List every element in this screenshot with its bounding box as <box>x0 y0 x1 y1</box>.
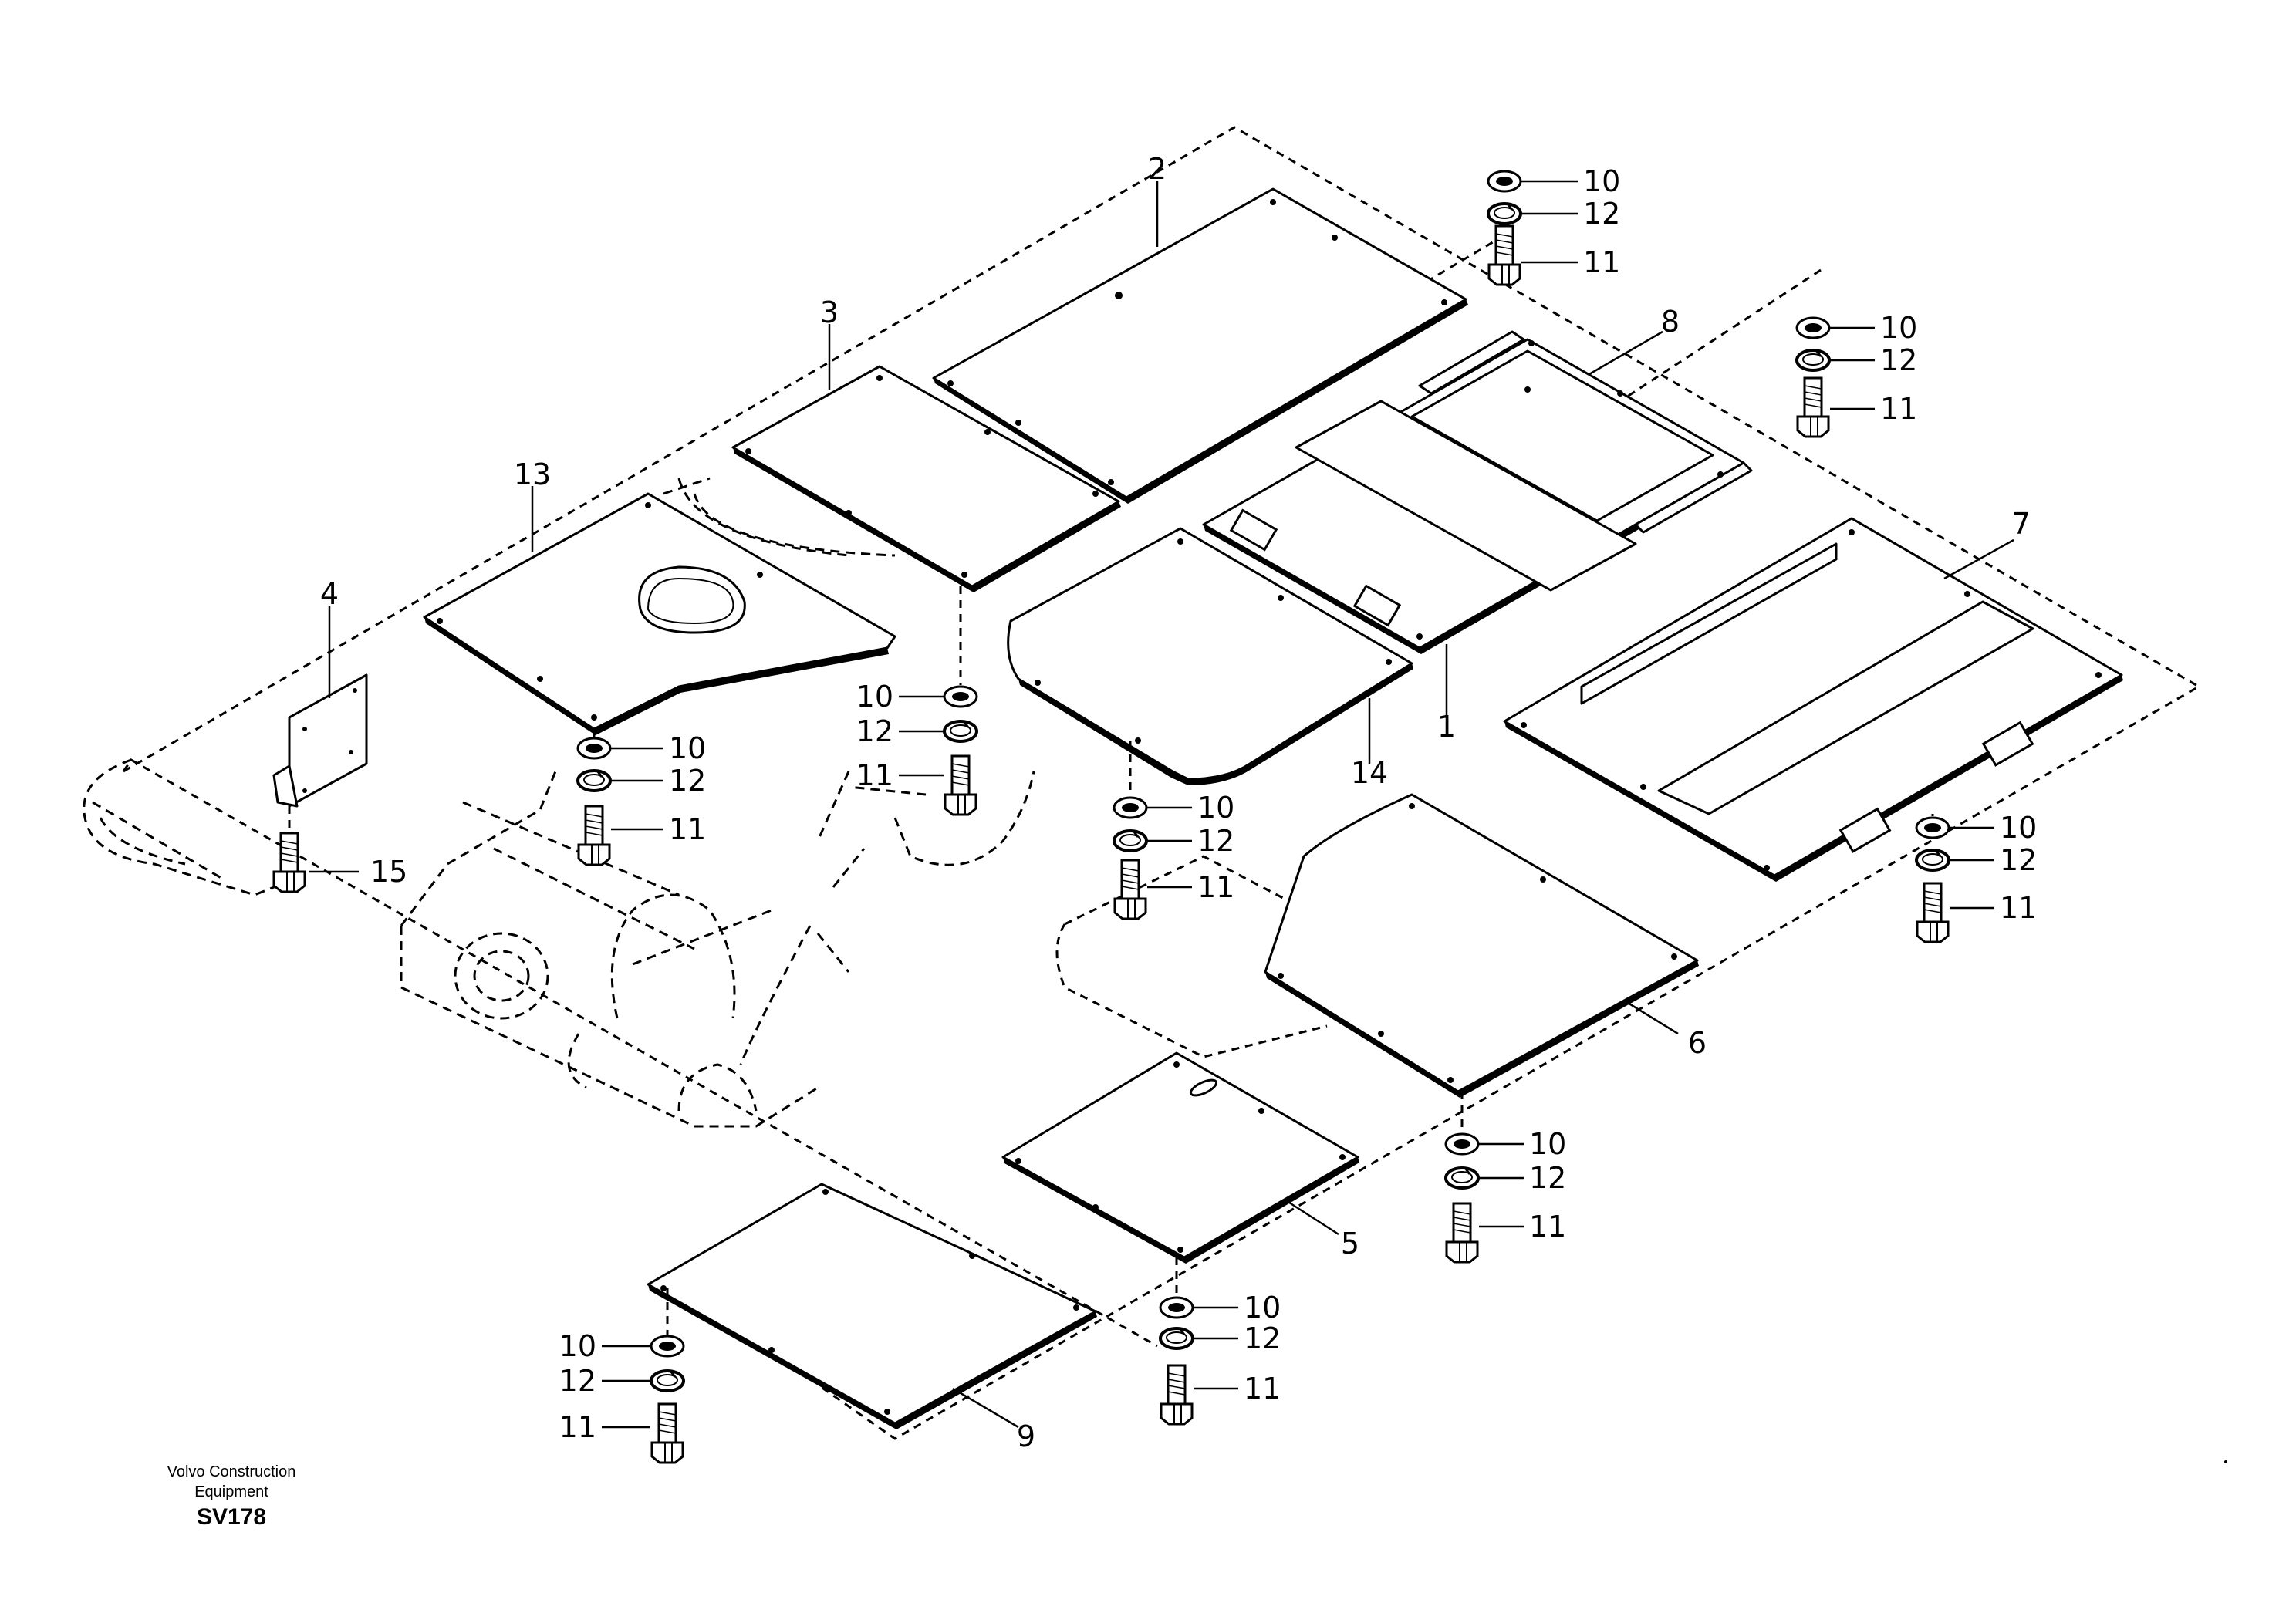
fastener-stack-9 <box>650 1335 685 1464</box>
callout-10: 10 <box>669 731 706 765</box>
callout-6: 6 <box>1688 1026 1707 1060</box>
callout-7: 7 <box>2012 507 2031 541</box>
callout-12: 12 <box>559 1364 596 1398</box>
callout-10: 10 <box>1244 1291 1281 1325</box>
callout-15: 15 <box>370 855 407 889</box>
fastener-stack-3 <box>576 737 612 866</box>
callout-11: 11 <box>1880 392 1917 426</box>
fastener-15-bolt <box>272 832 306 893</box>
part-13-plate <box>423 492 896 735</box>
part-2-plate <box>932 187 1468 504</box>
callout-9: 9 <box>1017 1419 1035 1453</box>
fastener-stack-2 <box>1795 316 1831 438</box>
callout-12: 12 <box>1197 824 1234 858</box>
callout-11: 11 <box>856 758 893 792</box>
stray-dot <box>2224 1460 2227 1463</box>
attachment-lines <box>288 586 1934 1335</box>
part-4-bracket <box>272 673 368 808</box>
callout-11: 11 <box>1583 245 1620 279</box>
callout-12: 12 <box>2000 843 2037 877</box>
callout-10: 10 <box>1880 311 1917 345</box>
callout-10: 10 <box>1197 791 1234 825</box>
callout-12: 12 <box>1583 197 1620 231</box>
callout-12: 12 <box>669 764 706 798</box>
callout-2: 2 <box>1148 152 1167 186</box>
machine-background-outline <box>83 477 1035 1128</box>
callout-11: 11 <box>1529 1210 1566 1244</box>
callout-10: 10 <box>1583 164 1620 198</box>
callout-12: 12 <box>1244 1321 1281 1355</box>
drawing-code: SV178 <box>196 1504 267 1530</box>
part-7-plate <box>1503 517 2123 882</box>
callout-10: 10 <box>559 1329 596 1363</box>
callout-14: 14 <box>1351 756 1388 790</box>
fastener-stack-5 <box>1113 796 1148 920</box>
part-9-plate <box>647 1183 1097 1429</box>
callout-12: 12 <box>1880 343 1917 377</box>
callout-labels: 2 3 13 4 8 7 1 14 6 5 9 15 10 12 11 10 1… <box>320 152 2037 1453</box>
fastener-stack-8 <box>1159 1296 1194 1426</box>
callout-10: 10 <box>2000 811 2037 845</box>
leader-lines <box>309 180 2014 1429</box>
callout-11: 11 <box>1244 1372 1281 1406</box>
fastener-stack-1 <box>1487 170 1522 286</box>
callout-3: 3 <box>820 295 839 329</box>
callout-4: 4 <box>320 577 339 611</box>
callout-1: 1 <box>1437 710 1456 744</box>
callout-10: 10 <box>1529 1127 1566 1161</box>
callout-10: 10 <box>856 680 893 714</box>
part-6-plate <box>1264 793 1699 1098</box>
callout-12: 12 <box>856 714 893 748</box>
callout-11: 11 <box>1197 870 1234 904</box>
fastener-stack-6 <box>1915 816 1950 943</box>
callout-11: 11 <box>669 812 706 846</box>
callout-5: 5 <box>1341 1227 1359 1261</box>
callout-8: 8 <box>1661 305 1680 339</box>
fastener-stack-4 <box>943 685 978 816</box>
callout-11: 11 <box>2000 891 2037 925</box>
company-name: Volvo Construction Equipment <box>167 1463 296 1500</box>
part-3-plate <box>731 365 1121 592</box>
callout-13: 13 <box>514 457 551 491</box>
fastener-stack-7 <box>1444 1132 1480 1264</box>
part-14-plate <box>1007 527 1413 785</box>
part-5-plate <box>1001 1051 1359 1264</box>
callout-11: 11 <box>559 1410 596 1444</box>
callout-12: 12 <box>1529 1161 1566 1195</box>
part-8-frame <box>1202 330 1753 654</box>
